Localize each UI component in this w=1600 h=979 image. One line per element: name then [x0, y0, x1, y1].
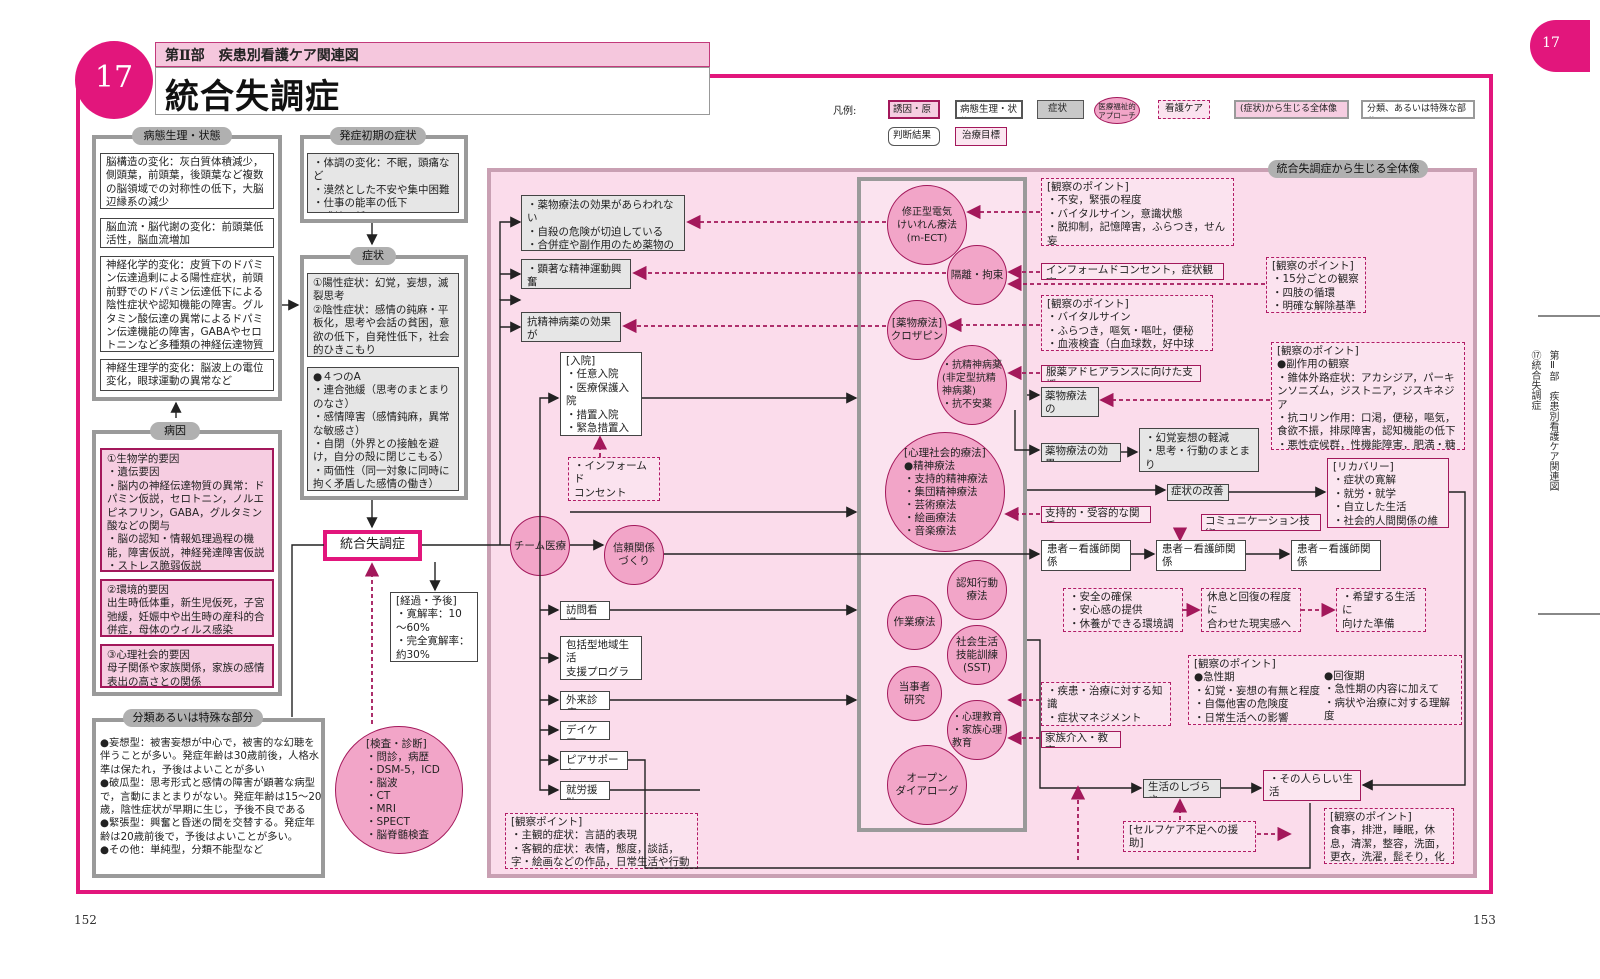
obs-isolation-box: [観察のポイント] ・15分ごとの観察 ・四肢の循環 ・明確な解除基準 — [1266, 257, 1366, 313]
no-effect-box: ・薬物療法の効果があらわれない ・自殺の危険が切迫している ・合併症や副作用のた… — [521, 195, 685, 251]
care-stage-1-box: ・安全の確保 ・安心感の提供 ・休養ができる環境調整 — [1063, 588, 1183, 632]
family-intervention-box: 家族介入・教育 — [1041, 731, 1121, 748]
legend-care: 看護ケア — [1158, 100, 1210, 119]
obs-stage-recovery-text: ●回復期 ・急性期の内容に加えて ・病状や治療に対する理解度 ・社会復帰に向けた… — [1324, 670, 1450, 724]
header-band — [155, 42, 710, 67]
symptom-box-1: ①陽性症状：幻覚，妄想，滅裂思考 ②陰性症状：感情の鈍麻・平板化，思考や会話の貧… — [307, 273, 459, 357]
recovery-box: [リカバリー] ・症状の寛解 ・就労・就学 ・自立した生活 ・社会的人間関係の維… — [1327, 458, 1449, 528]
stage-3-box: 患者－看護師関係 の第３段階 — [1291, 540, 1381, 571]
patho-box-3: 神経化学的変化：皮質下のドパミン伝達過剰による陽性症状，前頭前野でのドパミン伝達… — [100, 256, 274, 352]
page-number-left: 152 — [74, 913, 97, 927]
side-number-badge — [1530, 20, 1590, 72]
drug-effect-box: 薬物療法の効果 — [1041, 443, 1121, 462]
part-title: 第Ⅱ部 疾患別看護ケア関連図 — [165, 48, 359, 64]
chapter-number: 17 — [94, 60, 134, 95]
class-caption: 分類あるいは特殊な部分 — [123, 709, 263, 727]
page-number-right: 153 — [1473, 913, 1496, 927]
legend-patho: 病態生理・状態 — [955, 100, 1023, 119]
patho-box-2: 脳血流・脳代謝の変化：前頭葉低活性，脳血流増加 — [100, 218, 274, 248]
obs-ect-box: [観察のポイント] ・不安，緊張の程度 ・バイタルサイン，意識状態 ・脱抑制，記… — [1041, 178, 1234, 246]
disease-box: 統合失調症 — [323, 530, 422, 561]
care-stage-2-box: 休息と回復の程度に 合わせた現実感への 支援 — [1201, 588, 1301, 632]
side-tab-text: 第Ⅱ部 疾患別看護ケア関連図 — [1547, 350, 1558, 491]
obs-stage-box: [観察のポイント] ●急性期 ・幻覚・妄想の有無と程度 ・自傷他害の危険度 ・日… — [1188, 655, 1462, 725]
class-text: ●妄想型：被害妄想が中心で，被害的な幻聴を伴うことが多い。発症年齢は30歳前後，… — [100, 737, 322, 857]
patho-caption: 病態生理・状態 — [132, 127, 232, 145]
occupational-therapy-circle: 作業療法 — [887, 595, 942, 650]
drug-sideeffect-box: 薬物療法の 副作用 — [1041, 387, 1099, 417]
symptom-improve-box: 症状の改善 — [1167, 484, 1229, 501]
work-support-box: 就労援助 — [560, 781, 610, 800]
symptom-caption: 症状 — [350, 247, 396, 265]
obs-sideeffect-box: [観察のポイント] ●副作用の観察 ・錐体外路症状：アカシジア，パーキンソニズム… — [1271, 342, 1465, 450]
clozapine-circle: [薬物療法] クロザピン — [887, 300, 947, 360]
stage-1-box: 患者－看護師関係 の第１段階 — [1041, 540, 1131, 571]
psychoeducation-circle: ・心理教育 ・家族心理 教育 — [947, 700, 1007, 760]
legend-whole: (症状)から生じる全体像 — [1234, 100, 1349, 119]
peer-research-circle: 当事者 研究 — [887, 666, 942, 721]
legend-goal: 治療目標 — [955, 127, 1007, 146]
own-life-box: ・その人らしい生活 ・居場所 — [1263, 770, 1361, 801]
early-caption: 発症初期の症状 — [330, 127, 426, 145]
course-box: [経過・予後] ・寛解率：10～60% ・完全寛解率：約30% — [390, 592, 478, 662]
informed-consent-box: ・インフォームド コンセント ・入院療養計画書 — [568, 457, 660, 501]
communication-box: コミュニケーション技術 — [1201, 514, 1321, 531]
home-visit-box: 訪問看護 — [560, 601, 610, 620]
legend-class: 分類、あるいは特殊な部分 — [1361, 100, 1475, 119]
selfcare-box: [セルフケア不足への援助] 全介助－部分介助－見守り — [1123, 821, 1256, 852]
cause-caption: 病因 — [150, 422, 200, 440]
supportive-relation-box: 支持的・受容的な関係 — [1041, 506, 1151, 523]
antipsychotic-noeffect-box: 抗精神病薬の効果が みられない — [521, 312, 621, 342]
obs-clozapine-box: [観察のポイント] ・バイタルサイン ・ふらつき，嘔気・嘔吐，便秘 ・血液検査（… — [1041, 295, 1213, 351]
cbt-circle: 認知行動 療法 — [947, 560, 1007, 620]
life-difficulty-box: 生活のしづらさ — [1143, 779, 1221, 798]
knowledge-box: ・疾患・治療に対する知識 ・症状マネジメント ・再発予防，対処方法 — [1041, 682, 1171, 726]
stage-2-box: 患者－看護師関係 の第２段階 — [1156, 540, 1246, 571]
main-frame-top — [710, 74, 1493, 78]
drug-effect-result-box: ・幻覚妄想の軽減 ・思考・行動のまとまり ・穏やかな感情 — [1139, 428, 1259, 472]
legend-approach: 医療福祉的アプローチ — [1094, 97, 1140, 124]
cause-bio: ①生物学的要因 ・遺伝要因 ・脳内の神経伝達物質の異常：ドパミン仮説，セロトニン… — [100, 448, 274, 572]
antipsychotic-circle: ・抗精神病薬 (非定型抗精 神病薬) ・抗不安薬 — [937, 345, 1007, 425]
main-frame — [76, 74, 1493, 894]
patho-box-4: 神経生理学的変化：脳波上の電位変化，眼球運動の異常など — [100, 359, 274, 391]
symptom-box-2: ●４つのA ・連合弛緩（思考のまとまりのなさ） ・感情障害（感情鈍麻，異常な敏感… — [307, 367, 459, 491]
psychosocial-circle: [心理社会的療法] ●精神療法 ・支持的精神療法 ・集団精神療法 ・芸術療法 ・… — [885, 432, 1005, 552]
legend-cause: 誘因・原因 — [888, 100, 940, 119]
act-box: 包括型地域生活 支援プログラム (ACT) — [560, 636, 642, 680]
agitation-box: ・顕著な精神運動興奮 ・自傷他害の恐れ — [521, 259, 631, 289]
daycare-box: デイケア — [560, 721, 610, 740]
side-tab — [1538, 315, 1600, 615]
page-title: 統合失調症 — [165, 77, 340, 117]
admission-box: [入院] ・任意入院 ・医療保護入院 ・措置入院 ・緊急措置入院 ・応急入院 — [560, 352, 642, 436]
care-stage-3-box: ・希望する生活に 向けた準備 ・再発予防 — [1336, 588, 1426, 632]
patho-box-1: 脳構造の変化：灰白質体積減少，側頭葉，前頭葉，後頭葉など複数の脳領域での対称性の… — [100, 153, 274, 209]
chapter-number-badge — [75, 41, 153, 119]
isolation-circle: 隔離・拘束 — [947, 245, 1007, 305]
side-number: 17 — [1542, 35, 1560, 51]
legend-judgement: 判断結果 — [888, 127, 940, 146]
ect-circle: 修正型電気 けいれん療法 (m-ECT) — [887, 185, 967, 265]
observation-bottom-box: [観察ポイント] ・主観的症状：言語的表現 ・客観的症状：表情，態度，談話，字・… — [505, 813, 698, 869]
exam-circle: [検査・診断] ・問診，病歴 ・DSM-5，ICD ・脳波 ・CT ・MRI ・… — [335, 726, 463, 854]
cause-psy: ③心理社会的要因 母子関係や家族関係，家族の感情表出の高さとの関係 — [100, 644, 274, 688]
title-band — [155, 67, 710, 115]
side-tab-subtext: ⑰統合失調症 — [1529, 350, 1540, 410]
cause-env: ②環境的要因 出生時低体重，新生児仮死，子宮弛緩，妊娠中や出生時の産科的合併症，… — [100, 579, 274, 637]
outpatient-box: 外来診療 — [560, 691, 610, 710]
early-box: ・体調の変化：不眠，頭痛など ・漠然とした不安や集中困難 ・仕事の能率の低下 ・… — [307, 153, 459, 213]
obs-selfcare-box: [観察のポイント] 食事，排泄，睡眠，休息，清潔，整容，洗面，更衣，洗濯，髭そり… — [1324, 808, 1454, 864]
peer-support-box: ピアサポート — [560, 751, 628, 770]
trust-building-circle: 信頼関係 づくり — [604, 525, 664, 585]
open-dialogue-circle: オープン ダイアローグ — [887, 745, 967, 825]
sst-circle: 社会生活 技能訓練 (SST) — [947, 625, 1007, 685]
legend-label: 凡例: — [833, 106, 857, 117]
legend-symptom: 症状 — [1037, 100, 1084, 119]
ic-observation-box: インフォームドコンセント，症状観察 — [1041, 263, 1224, 280]
adherence-box: 服薬アドヒアランスに向けた支援 — [1041, 365, 1201, 382]
whole-caption: 統合失調症から生じる全体像 — [1268, 160, 1428, 178]
